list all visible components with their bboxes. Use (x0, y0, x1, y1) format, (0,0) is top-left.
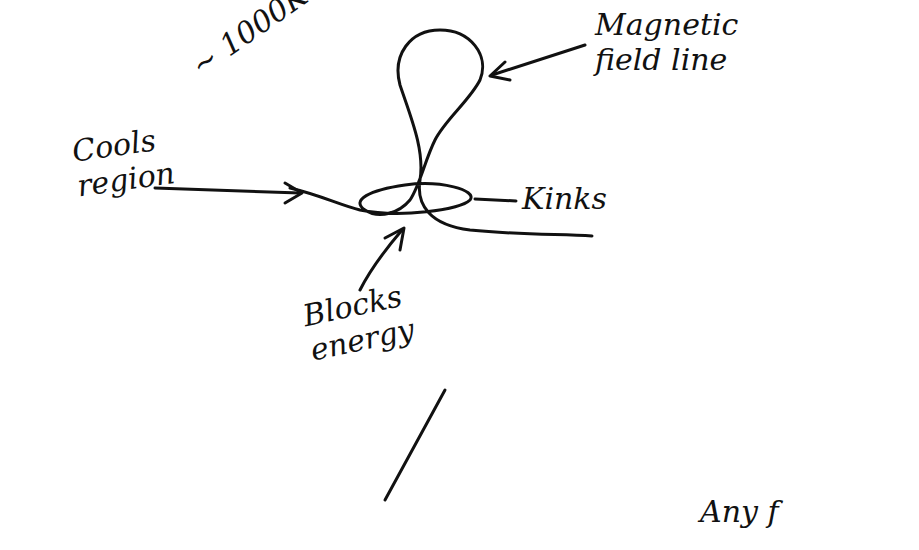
arrow-head (490, 62, 510, 80)
field-line-label: Magnetic field line (595, 8, 795, 77)
kinks-label: Kinks (522, 182, 642, 217)
arrow-head (285, 183, 302, 203)
note-fragment: Any f (700, 495, 860, 530)
arrow-head (385, 228, 404, 250)
region-label: Cools region (70, 118, 198, 203)
stroke-line (385, 390, 445, 500)
leader-arrow (492, 45, 585, 75)
leader-line (475, 199, 516, 201)
temperature-label: ~ 1000K (185, 0, 319, 83)
blocks-energy-label: Blocks energy (300, 271, 451, 368)
